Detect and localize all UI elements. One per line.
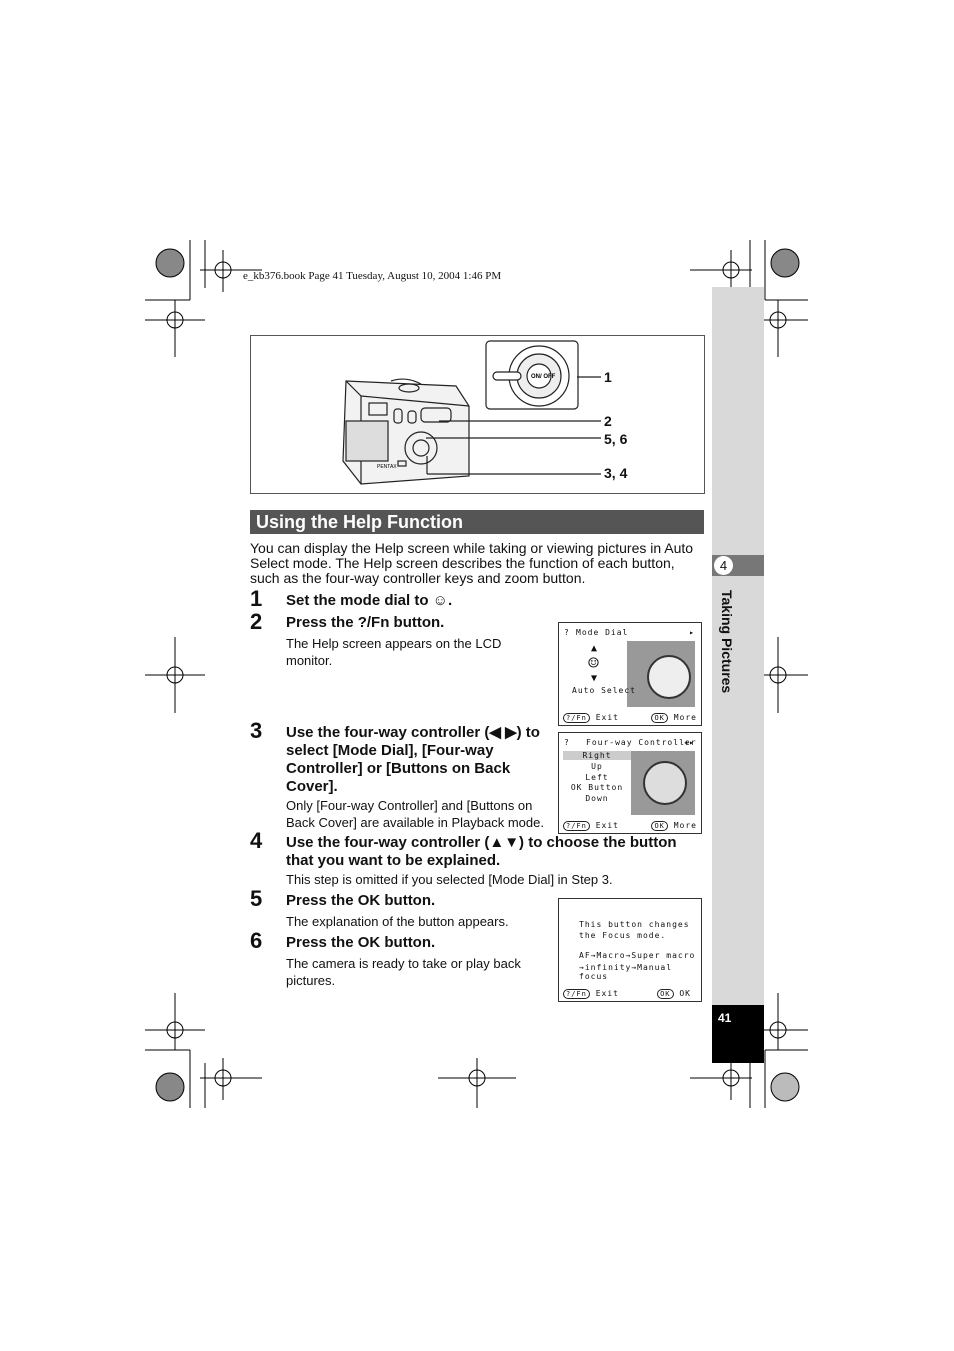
screen3-ok: OK — [679, 989, 691, 998]
menu-item-down: Down — [585, 793, 609, 803]
menu-item-left: Left — [585, 772, 609, 782]
screen3-line2: the Focus mode. — [579, 931, 667, 940]
page-number: 41 — [718, 1011, 732, 1025]
menu-item-right: Right — [563, 751, 631, 760]
step-6-title: Press the OK button. — [286, 934, 436, 951]
screen3-line4: →infinity→Manual focus — [579, 963, 673, 981]
step-2-body: The Help screen appears on the LCD monit… — [286, 636, 502, 668]
menu-item-up: Up — [591, 762, 603, 771]
step-5-title: Press the OK button. — [286, 892, 436, 909]
chapter-side-tab — [712, 287, 764, 1005]
step-1-title: Set the mode dial to ☺. — [286, 592, 453, 609]
step-1-number: 1 — [250, 586, 263, 611]
section-title: Using the Help Function — [256, 512, 463, 532]
step-4-body: This step is omitted if you selected [Mo… — [286, 872, 613, 887]
fn-button-icon-3: ?/Fn — [563, 989, 590, 999]
step-2-title: Press the ?/Fn button. — [286, 614, 445, 631]
step-6-number: 6 — [250, 928, 263, 953]
screen1-footer: ?/Fn Exit OK More — [563, 713, 697, 723]
help-icon-2: ? — [564, 738, 570, 747]
step-2-number: 2 — [250, 609, 263, 634]
ok-button-icon-3: OK — [657, 989, 674, 999]
step-6-body: The camera is ready to take or play back… — [286, 956, 521, 988]
screen3-line1: This button changes — [579, 920, 690, 929]
ok-button-icon-2: OK — [651, 821, 668, 831]
ok-button-icon: OK — [651, 713, 668, 723]
callout-3-4: 3, 4 — [604, 465, 628, 481]
help-screen-mode-dial: ? Mode Dial ▸ ▲ ☺ ▼ Auto Select ?/Fn Exi… — [558, 622, 702, 726]
fn-button-icon-2: ?/Fn — [563, 821, 590, 831]
dial-photo — [627, 641, 695, 707]
section-bar — [250, 510, 704, 534]
smiley-icon: ☺ — [588, 653, 600, 674]
screen1-exit: Exit — [595, 713, 619, 722]
screen3-line3: AF→Macro→Super macro — [579, 951, 696, 960]
up-arrow-icon: ▲ — [591, 643, 599, 654]
screen1-more: More — [673, 713, 697, 722]
help-icon: ? — [564, 628, 570, 637]
dial-on-off-label: ON/ OFF — [531, 374, 556, 380]
screen2-footer: ?/Fn Exit OK More — [563, 821, 697, 831]
menu-items: Up Left OK Button Down — [563, 762, 631, 804]
help-screen-explanation: This button changes the Focus mode. AF→M… — [558, 898, 702, 1002]
step-4-title: Use the four-way controller (▲▼) to choo… — [286, 834, 677, 869]
step-3-body: Only [Four-way Controller] and [Buttons … — [286, 798, 544, 830]
print-header: e_kb376.book Page 41 Tuesday, August 10,… — [243, 270, 502, 282]
step-3-title: Use the four-way controller (◀ ▶) to sel… — [286, 724, 540, 795]
step-5-body: The explanation of the button appears. — [286, 914, 509, 929]
screen2-more: More — [673, 821, 697, 830]
controller-photo — [631, 751, 695, 815]
step-5-number: 5 — [250, 886, 263, 911]
camera-figure: ON/ OFF PENTAX 1 2 5, 6 3, 4 — [250, 335, 705, 494]
down-arrow-icon: ▼ — [591, 673, 599, 684]
screen3-footer: ?/Fn Exit OK OK — [563, 989, 697, 999]
chapter-title: Taking Pictures — [719, 590, 735, 694]
screen1-title: Mode Dial — [576, 628, 629, 637]
screen3-exit: Exit — [595, 989, 619, 998]
brand-label: PENTAX — [377, 464, 397, 470]
menu-item-ok-button: OK Button — [570, 783, 624, 792]
page-number-box — [712, 1005, 764, 1063]
fn-button-icon: ?/Fn — [563, 713, 590, 723]
callout-2: 2 — [604, 413, 612, 429]
screen1-label: Auto Select — [572, 686, 636, 695]
camera-illustration: ON/ OFF PENTAX — [342, 340, 601, 485]
callout-5-6: 5, 6 — [604, 431, 628, 447]
screen2-exit: Exit — [595, 821, 619, 830]
left-right-arrow-icon: ◂▸ — [683, 738, 695, 747]
step-3-number: 3 — [250, 718, 263, 743]
callout-1: 1 — [604, 369, 612, 385]
chapter-number: 4 — [714, 556, 733, 575]
arrow-right-icon: ▸ — [689, 628, 695, 637]
help-screen-four-way: ? Four-way Controller ◂▸ Right Up Left O… — [558, 732, 702, 834]
step-4-number: 4 — [250, 828, 263, 853]
screen2-title: Four-way Controller — [586, 738, 697, 747]
intro-paragraph: You can display the Help screen while ta… — [250, 540, 694, 586]
